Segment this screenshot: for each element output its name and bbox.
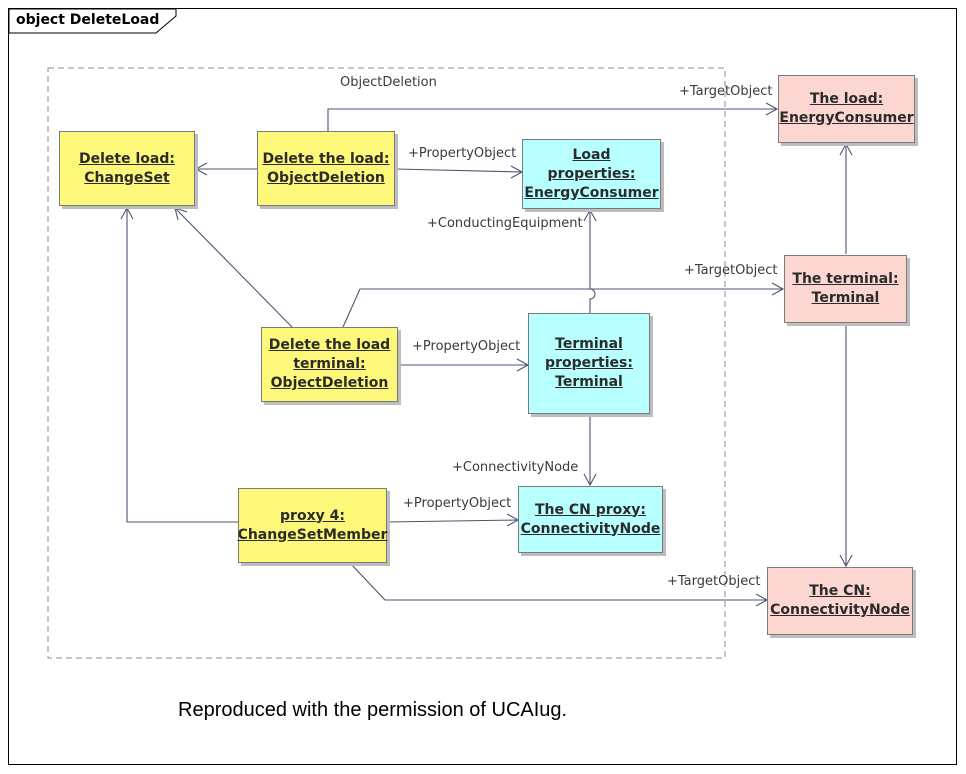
edge-proxy-to-cnproxy <box>386 519 519 523</box>
node-delete-the-load[interactable]: Delete the load: ObjectDeletion <box>257 131 395 206</box>
edge-deleteload-to-loadprops <box>395 168 523 173</box>
edge-label-property-load: +PropertyObject <box>408 146 517 161</box>
edge-label-connectivity-node: +ConnectivityNode <box>452 460 579 475</box>
node-the-load[interactable]: The load: EnergyConsumer <box>778 75 915 143</box>
edge-label-conducting-equipment: +ConductingEquipment <box>427 216 583 231</box>
edge-label-property-terminal: +PropertyObject <box>412 339 521 354</box>
node-load-properties[interactable]: Load properties: EnergyConsumer <box>522 139 661 209</box>
edge-label-property-cn: +PropertyObject <box>403 496 512 511</box>
edge-label-target-cn: +TargetObject <box>667 574 761 589</box>
caption: Reproduced with the permission of UCAIug… <box>178 699 568 721</box>
edge-label-target-terminal: +TargetObject <box>684 263 778 278</box>
diagram-title: object DeleteLoad <box>16 12 160 28</box>
node-delete-load-changeset[interactable]: Delete load: ChangeSet <box>59 131 195 206</box>
node-proxy-4[interactable]: proxy 4: ChangeSetMember <box>238 488 387 563</box>
arrowhead <box>839 554 853 568</box>
edge-deleteload-to-theload <box>327 108 777 131</box>
edge-proxy-to-changeset <box>126 208 239 523</box>
group-label: ObjectDeletion <box>340 75 437 90</box>
edge-deleteterm-to-changeset <box>174 207 293 328</box>
node-delete-load-terminal[interactable]: Delete the load terminal: ObjectDeletion <box>261 327 398 402</box>
arrowhead <box>194 162 208 176</box>
edge-label-target-load: +TargetObject <box>679 84 773 99</box>
arrowhead <box>174 207 188 221</box>
edge-deleteterm-to-theterminal <box>342 288 783 328</box>
node-the-terminal[interactable]: The terminal: Terminal <box>784 255 907 323</box>
arrowhead <box>765 102 779 116</box>
arrowhead <box>583 208 597 222</box>
title-tab <box>8 8 177 34</box>
node-the-cn[interactable]: The CN: ConnectivityNode <box>767 567 913 635</box>
diagram-frame <box>8 8 957 765</box>
arrowhead <box>839 142 853 156</box>
edge-termprops-to-loadprops <box>589 210 596 313</box>
node-terminal-properties[interactable]: Terminal properties: Terminal <box>528 313 650 414</box>
edge-proxy-to-thecn <box>349 562 767 601</box>
node-cn-proxy[interactable]: The CN proxy: ConnectivityNode <box>518 486 663 553</box>
arrowhead <box>120 206 134 220</box>
arrowhead <box>771 282 785 296</box>
arrowhead <box>583 473 597 487</box>
object-deletion-group <box>47 67 726 659</box>
